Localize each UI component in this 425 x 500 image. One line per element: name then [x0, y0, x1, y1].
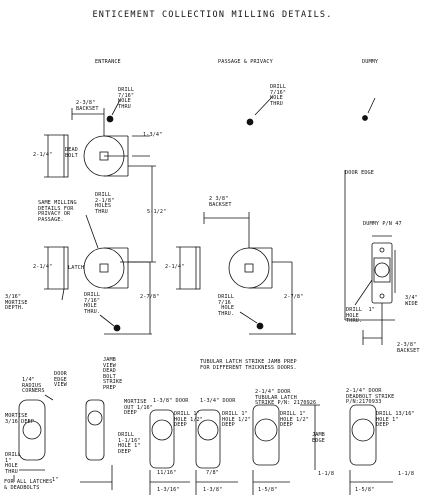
door-1-3-8-label: 1-3/8" DOOR [153, 398, 189, 404]
dim-1-3-8: 1-3/8" [203, 487, 223, 493]
drawing-title: ENTICEMENT COLLECTION MILLING DETAILS. [92, 10, 333, 20]
drill-note-a: DRILL 1" HOLE 1/2" DEEP [174, 411, 204, 429]
dead-bolt-label: DEAD BOLT [65, 147, 78, 159]
dim-2-1-4-top: 2-1/4" [33, 152, 53, 158]
passage-drill-bottom: DRILL 7/16 HOLE THRU. [218, 294, 235, 317]
bottom-details [13, 394, 393, 495]
passage-drill-top: DRILL 7/16" HOLE THRU [270, 84, 287, 107]
latch-label: LATCH [68, 265, 85, 271]
dim-11-16: 11/16" [157, 470, 177, 476]
passage-backset: 2 3/8" BACKSET [209, 196, 232, 208]
mortise-out-note: MORTISE OUT 1/16" DEEP [124, 399, 154, 417]
dim-1-inch: 1" [52, 477, 59, 483]
passage-dim-2-1-4: 2-1/4" [165, 264, 185, 270]
entrance-deadbolt-detail [44, 99, 150, 178]
column-header-dummy: DUMMY [362, 59, 379, 65]
dim-1-5-8-b: 1-5/8" [355, 487, 375, 493]
dummy-detail [344, 97, 396, 345]
door-2-1-4-tubular-label: 2-1/4" DOOR TUBULAR LATCH STRIKE P/N: 21… [255, 389, 317, 407]
dim-1-5-8-a: 1-5/8" [258, 487, 278, 493]
entrance-drill-bottom: DRILL 7/16" HOLE THRU. [84, 292, 101, 315]
dim-2-7-8-entrance: 2-7/8" [140, 294, 160, 300]
column-header-entrance: ENTRANCE [95, 59, 121, 65]
mortise-deep-note: MORTISE 3/16 DEEP [5, 413, 35, 425]
door-edge-label: DOOR EDGE [345, 170, 375, 176]
entrance-drill-2-1-8: DRILL 2-1/8" HOLES THRU [95, 192, 115, 215]
drill-1-1-16-note: DRILL 1-1/16" HOLE 1" DEEP [118, 432, 141, 455]
dummy-dim-3-4: 3/4" WIDE [405, 295, 418, 307]
for-all-latches-note: FOR ALL LATCHES & DEADBOLTS [4, 479, 53, 491]
dim-1-1-8-a: 1-1/8 [318, 471, 335, 477]
drill-note-c: DRILL 1" HOLE 1/2" DEEP [280, 411, 310, 429]
dummy-part-number: DUMMY P/N 47 [363, 221, 402, 227]
entrance-drill-label: DRILL 7/16" HOLE THRU [118, 87, 135, 110]
dim-2-1-4-bottom: 2-1/4" [33, 264, 53, 270]
bottom-drill-1: DRILL 1" HOLE THRU [5, 452, 22, 475]
entrance-backset-label: 2-3/8" BACKSET [76, 100, 99, 112]
dummy-backset: 2-3/8" BACKSET [397, 342, 420, 354]
dim-7-8: 7/8" [206, 470, 219, 476]
dim-1-3-16: 1-3/16" [157, 487, 180, 493]
same-milling-note: SAME MILLING DETAILS FOR PRIVACY OR PASS… [38, 200, 77, 223]
dim-1-1-8-b: 1-1/8 [398, 471, 415, 477]
drill-note-b: DRILL 1" HOLE 1/2" DEEP [222, 411, 252, 429]
radius-corners-note: 1/4" RADIUS CORNERS [22, 377, 45, 395]
dummy-drill: DRILL 1" HOLE THRU. [346, 307, 376, 325]
drill-note-d: DRILL 13/16" HOLE 1" DEEP [376, 411, 415, 429]
column-header-passage: PASSAGE & PRIVACY [218, 59, 273, 65]
dim-1-3-4: 1-3/4" [143, 132, 163, 138]
jamb-edge-label: JAMB EDGE [312, 432, 325, 444]
door-1-3-4-label: 1-3/4" DOOR [200, 398, 236, 404]
mortise-depth-note: 3/16" MORTISE DEPTH. [5, 294, 28, 312]
dim-2-7-8-passage: 2-7/8" [284, 294, 304, 300]
door-edge-view-label: DOOR EDGE VIEW [54, 371, 67, 389]
entrance-latch-detail [44, 214, 152, 335]
strike-prep-header: TUBULAR LATCH STRIKE JAMB PREP FOR DIFFE… [200, 359, 297, 371]
passage-detail [176, 96, 296, 335]
door-2-1-4-deadbolt-label: 2-1/4" DOOR DEADBOLT STRIKE P/N:2170933 [346, 388, 395, 406]
dim-5-1-2: 5-1/2" [147, 209, 167, 215]
jamb-view-label: JAMB VIEW DEAD BOLT STRIKE PREP [103, 357, 123, 391]
